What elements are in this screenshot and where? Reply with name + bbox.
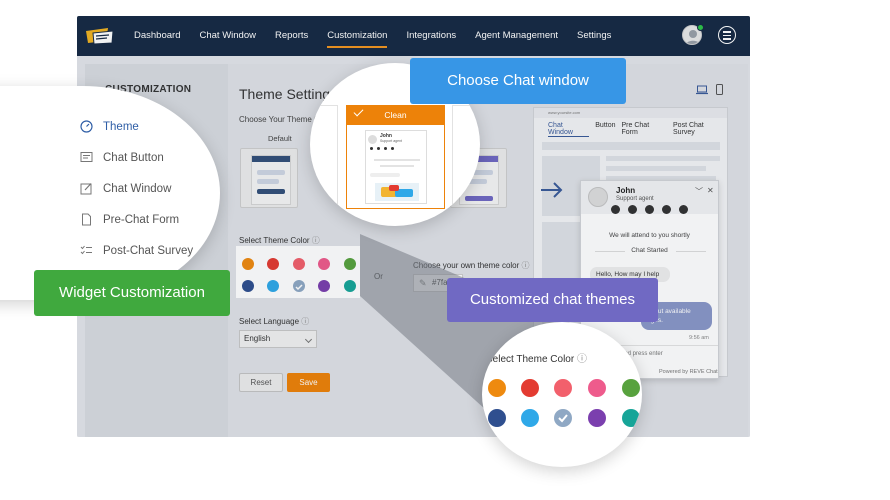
top-navbar: Dashboard Chat Window Reports Customizat… xyxy=(77,16,750,56)
nav-agent-management[interactable]: Agent Management xyxy=(475,30,559,41)
preview-tabs: Chat Window Button Pre Chat Form Post Ch… xyxy=(548,122,727,137)
color-swatch-orange[interactable] xyxy=(242,258,254,270)
color-swatch-orange-zoomed[interactable] xyxy=(488,379,506,397)
print-icon[interactable] xyxy=(628,205,637,214)
powered-by: Powered by REVE Chat xyxy=(659,369,718,375)
theme-default-label: Default xyxy=(268,134,292,143)
color-swatch-green-zoomed[interactable] xyxy=(622,379,640,397)
color-swatch-pink[interactable] xyxy=(318,258,330,270)
color-swatch-red[interactable] xyxy=(267,258,279,270)
online-status-dot xyxy=(697,24,704,31)
page-title: Theme Setting xyxy=(239,86,331,102)
nav-settings[interactable]: Settings xyxy=(577,30,612,41)
sidebar-item-theme[interactable]: Theme xyxy=(80,120,139,133)
phone-icon[interactable] xyxy=(645,205,654,214)
select-language-label: Select Language ⓘ xyxy=(239,317,310,326)
color-swatch-sky[interactable] xyxy=(267,280,279,292)
color-swatch-navy-zoomed[interactable] xyxy=(488,409,506,427)
color-swatch-navy[interactable] xyxy=(242,280,254,292)
message-time: 9:56 am xyxy=(689,335,709,341)
minimize-icon[interactable]: ﹀ xyxy=(695,187,703,196)
checklist-icon xyxy=(80,245,92,255)
check-icon xyxy=(558,414,568,423)
color-swatch-red-zoomed[interactable] xyxy=(521,379,539,397)
save-button[interactable]: Save xyxy=(287,373,330,392)
color-swatch-green[interactable] xyxy=(344,258,356,270)
own-color-label: Choose your own theme color ⓘ xyxy=(413,261,530,270)
preview-url-bar: www.yoursite.com xyxy=(534,108,727,118)
clean-theme-header: Clean xyxy=(347,106,444,125)
color-swatch-coral[interactable] xyxy=(293,258,305,270)
color-zoom-circle: Select Theme Color ⓘ xyxy=(482,322,642,467)
info-icon: ⓘ xyxy=(311,236,320,245)
document-icon xyxy=(82,213,91,226)
nav-reports[interactable]: Reports xyxy=(274,30,309,41)
sidebar-item-post-chat-survey[interactable]: Post-Chat Survey xyxy=(80,244,193,257)
agent-name: John xyxy=(616,186,636,195)
nav-dashboard[interactable]: Dashboard xyxy=(134,30,181,41)
color-swatch-purple-zoomed[interactable] xyxy=(588,409,606,427)
sidebar-zoom-circle: Theme Chat Button Chat Window Pre-Chat F… xyxy=(0,86,220,300)
mini-agent-name: John xyxy=(380,133,392,139)
mobile-preview-icon[interactable] xyxy=(716,84,723,95)
info-icon: ⓘ xyxy=(576,354,587,365)
color-swatch-teal[interactable] xyxy=(344,280,356,292)
nav-customization[interactable]: Customization xyxy=(327,16,388,56)
agent-role: Support agent xyxy=(616,196,654,202)
callout-customized-chat-themes: Customized chat themes xyxy=(447,278,658,322)
chat-button-icon xyxy=(80,152,93,162)
close-icon[interactable]: ✕ xyxy=(707,186,714,195)
color-swatch-sky-zoomed[interactable] xyxy=(521,409,539,427)
attend-notice: We will attend to you shortly xyxy=(609,232,690,239)
preview-tab-chat-window[interactable]: Chat Window xyxy=(548,122,590,137)
edit-window-icon xyxy=(80,183,92,195)
select-theme-color-label-zoomed: Select Theme Color ⓘ xyxy=(486,354,587,365)
callout-choose-chat-window: Choose Chat window xyxy=(410,58,626,104)
check-icon xyxy=(353,106,364,117)
preview-tab-button[interactable]: Button xyxy=(595,122,616,129)
check-icon xyxy=(295,284,303,291)
color-swatch-slate-selected-zoomed[interactable] xyxy=(554,409,572,427)
select-theme-color-label: Select Theme Color ⓘ xyxy=(239,236,320,245)
chat-widget-header: John Support agent ﹀ ✕ xyxy=(581,181,718,214)
gauge-icon xyxy=(80,120,93,133)
chat-started-label: Chat Started xyxy=(631,247,668,254)
clean-theme-thumbnail: John Support agent xyxy=(365,130,427,204)
callout-widget-customization: Widget Customization xyxy=(34,270,230,316)
theme-card-default[interactable] xyxy=(240,148,298,208)
preview-tab-post-chat-survey[interactable]: Post Chat Survey xyxy=(673,122,704,136)
agent-avatar xyxy=(588,187,608,207)
reset-button[interactable]: Reset xyxy=(239,373,283,392)
user-avatar[interactable] xyxy=(682,25,702,45)
arrow-right-icon xyxy=(541,182,563,198)
color-swatch-pink-zoomed[interactable] xyxy=(588,379,606,397)
transcript-icon[interactable] xyxy=(611,205,620,214)
color-swatch-teal-zoomed[interactable] xyxy=(622,409,640,427)
video-icon[interactable] xyxy=(662,205,671,214)
sidebar-item-chat-button[interactable]: Chat Button xyxy=(80,151,164,164)
color-swatch-purple[interactable] xyxy=(318,280,330,292)
sidebar-heading: CUSTOMIZATION xyxy=(105,84,192,95)
desktop-preview-icon[interactable] xyxy=(696,85,708,95)
sidebar-item-pre-chat-form[interactable]: Pre-Chat Form xyxy=(80,213,179,226)
language-select[interactable]: English xyxy=(239,330,317,348)
theme-color-palette xyxy=(236,246,360,298)
main-nav: Dashboard Chat Window Reports Customizat… xyxy=(134,16,630,56)
color-swatch-coral-zoomed[interactable] xyxy=(554,379,572,397)
info-icon: ⓘ xyxy=(301,317,310,326)
nav-integrations[interactable]: Integrations xyxy=(406,30,457,41)
hamburger-menu-button[interactable] xyxy=(718,26,736,44)
mini-agent-role: Support agent xyxy=(380,139,402,143)
sidebar-item-chat-window[interactable]: Chat Window xyxy=(80,182,171,195)
chat-input[interactable]: and press enter xyxy=(581,345,718,362)
screen-share-icon[interactable] xyxy=(679,205,688,214)
reve-chat-logo-icon xyxy=(86,28,114,45)
color-swatch-slate-selected[interactable] xyxy=(293,280,305,292)
info-icon: ⓘ xyxy=(521,261,530,270)
preview-tab-pre-chat-form[interactable]: Pre Chat Form xyxy=(621,122,650,136)
chat-action-icons xyxy=(581,205,718,219)
theme-card-clean-selected[interactable]: Clean John Support agent xyxy=(346,105,445,209)
nav-chat-window[interactable]: Chat Window xyxy=(199,30,256,41)
